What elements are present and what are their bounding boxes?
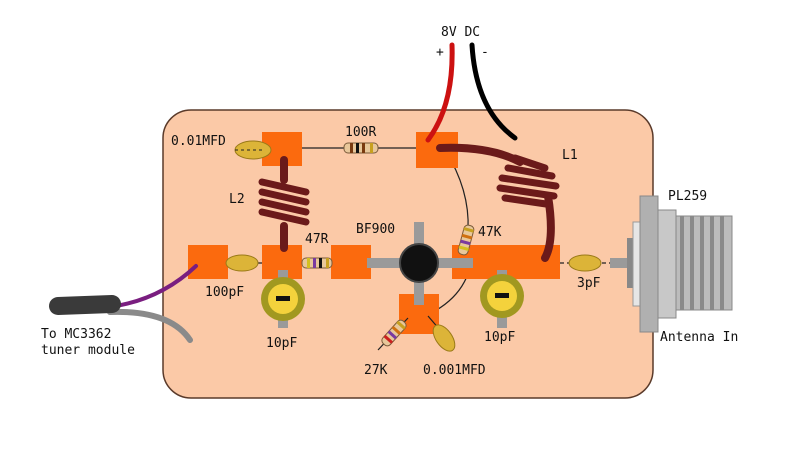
label-plus: + <box>436 45 444 60</box>
pl259-connector <box>610 195 733 333</box>
label-cap-001mfd: 0.01MFD <box>171 134 226 149</box>
label-minus: - <box>481 45 489 60</box>
pad-left-input <box>188 245 228 279</box>
label-res-47r: 47R <box>305 232 329 247</box>
resistor-27k <box>377 317 409 351</box>
label-cap-0001mfd: 0.001MFD <box>423 363 486 378</box>
label-antenna-in: Antenna In <box>660 330 738 345</box>
capacitor-100pf <box>225 254 259 272</box>
label-res-27k: 27K <box>364 363 388 378</box>
inductor-l1 <box>436 143 560 262</box>
label-cap-100pf: 100pF <box>205 285 244 300</box>
transistor-leads <box>367 222 473 305</box>
trimmer-right <box>480 270 524 328</box>
resistor-100r <box>343 142 379 154</box>
label-tuner-line1: To MC3362 <box>41 327 111 342</box>
bf900-transistor <box>399 243 439 283</box>
capacitor-3pf <box>568 254 602 272</box>
capacitor-0001mfd <box>427 315 456 352</box>
label-res-47k: 47K <box>478 225 502 240</box>
lead-left <box>367 258 405 268</box>
power-wire-positive <box>425 42 455 143</box>
pads <box>188 132 560 334</box>
lead-right <box>433 258 473 268</box>
label-res-100r: 100R <box>345 125 376 140</box>
pad-gate <box>331 245 371 279</box>
label-dc-supply: 8V DC <box>441 25 480 40</box>
resistor-47k <box>457 224 475 256</box>
label-trimmer-left: 10pF <box>266 336 297 351</box>
inductor-l2 <box>258 156 310 252</box>
label-trimmer-right: 10pF <box>484 330 515 345</box>
label-connector: PL259 <box>668 189 707 204</box>
label-cap-3pf: 3pF <box>577 276 601 291</box>
lead-top <box>414 222 424 252</box>
label-inductor-l2: L2 <box>229 192 245 207</box>
tuner-cable <box>49 264 198 343</box>
label-tuner-line2: tuner module <box>41 343 135 358</box>
power-wire-negative <box>469 42 518 141</box>
resistor-47r <box>301 257 333 269</box>
lead-bottom <box>414 275 424 305</box>
label-transistor: BF900 <box>356 222 395 237</box>
trimmer-left <box>261 270 305 328</box>
label-inductor-l1: L1 <box>562 148 578 163</box>
